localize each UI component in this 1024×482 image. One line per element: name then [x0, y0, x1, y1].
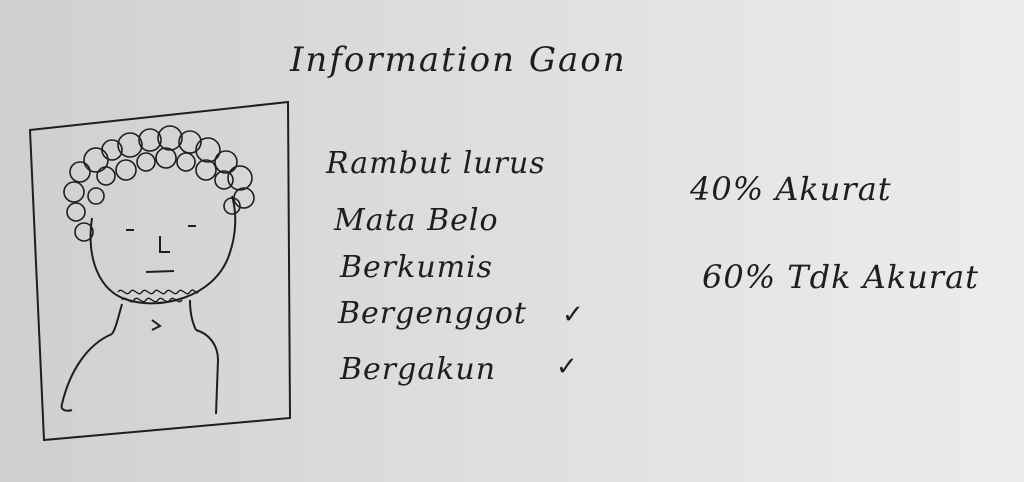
accuracy-text: 40% Akurat: [690, 170, 892, 208]
beard: [117, 289, 199, 303]
attribute-straight-hair: Rambut lurus: [326, 146, 546, 181]
page-title: Information Gaon: [290, 40, 627, 80]
attribute-adams-apple: Bergakun: [340, 352, 497, 387]
nose: [159, 236, 170, 253]
portrait-frame: [28, 100, 292, 442]
neck: [111, 299, 197, 335]
attribute-big-eyes: Mata Belo: [334, 203, 499, 238]
attribute-mustache: Berkumis: [340, 250, 494, 285]
curly-hair: [63, 125, 255, 242]
attribute-beard: Bergenggot: [338, 296, 527, 331]
check-icon: ✓: [556, 352, 579, 382]
shoulders: [60, 329, 220, 415]
mouth: [145, 270, 175, 273]
adams-apple: [151, 319, 162, 331]
check-icon: ✓: [562, 300, 585, 330]
inaccuracy-text: 60% Tdk Akurat: [702, 258, 980, 296]
face-outline: [89, 195, 237, 305]
